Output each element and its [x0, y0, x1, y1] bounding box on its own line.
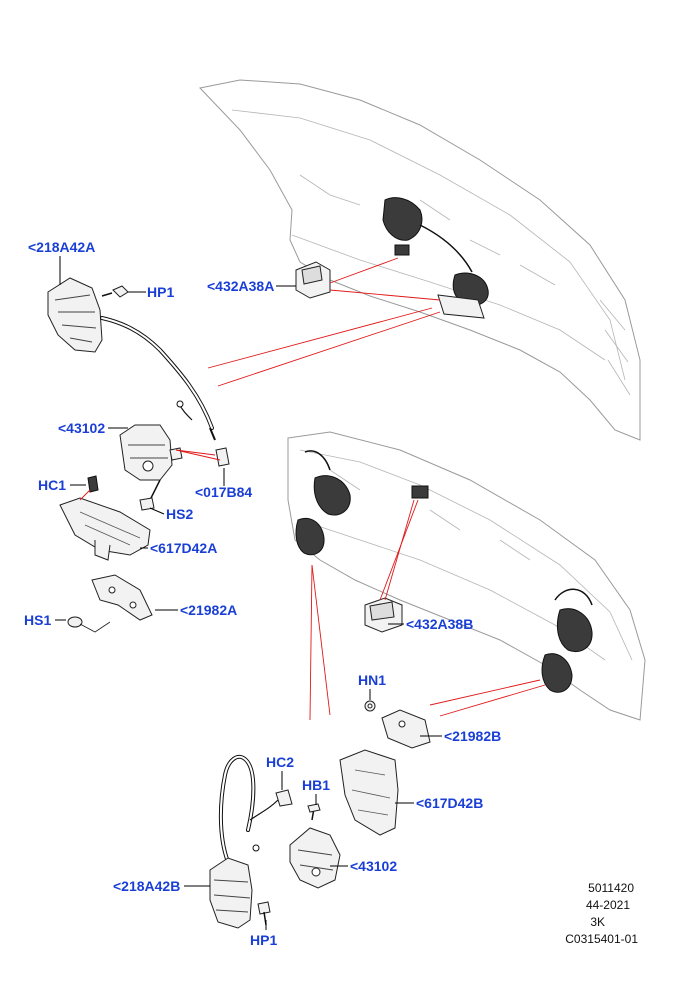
label-HP1-bottom: HP1: [250, 932, 277, 948]
switch-432A38A: [295, 261, 331, 299]
part-labels: <218A42A HP1 <432A38A <43102 <017B84 HC1…: [24, 239, 501, 948]
connector-017B84: [215, 447, 230, 467]
latch-43102-bottom: [289, 827, 341, 889]
label-HB1: HB1: [302, 777, 330, 793]
label-617D42A: <617D42A: [150, 540, 217, 556]
label-432A38A: <432A38A: [207, 278, 274, 294]
label-HS2: HS2: [166, 506, 193, 522]
clip-HC1: [87, 475, 99, 493]
cover-617D42A: [59, 497, 151, 561]
label-HS1: HS1: [24, 612, 51, 628]
latch-218A42A: [47, 277, 216, 441]
label-21982B: <21982B: [444, 728, 501, 744]
cover-617D42B: [339, 749, 399, 836]
label-218A42B: <218A42B: [113, 878, 180, 894]
label-HC1: HC1: [38, 477, 66, 493]
bracket-21982B: [381, 709, 431, 749]
label-43102-bottom: <43102: [350, 858, 397, 874]
clip-HC2: [275, 789, 293, 807]
label-432A38B: <432A38B: [406, 616, 473, 632]
label-617D42B: <617D42B: [416, 795, 483, 811]
reference-block: 5011420 44-2021 3K C0315401-01: [565, 881, 638, 946]
nut-HN1: [364, 700, 376, 712]
latch-218A42B: [209, 754, 279, 929]
label-218A42A: <218A42A: [28, 239, 95, 255]
screw-HS1: [67, 616, 111, 633]
bolt-HB1: [307, 803, 321, 821]
label-HP1-top: HP1: [147, 284, 174, 300]
reference-rev: 3K: [590, 915, 605, 929]
bolt-HP1-bottom: [257, 901, 271, 926]
label-HC2: HC2: [266, 754, 294, 770]
upper-tailgate-panel: [199, 79, 641, 441]
bracket-21982A: [91, 574, 153, 621]
reference-date: 44-2021: [586, 898, 630, 912]
leader-lines: [55, 256, 442, 930]
label-017B84: <017B84: [195, 484, 252, 500]
screw-HS2: [139, 479, 161, 511]
label-HN1: HN1: [358, 672, 386, 688]
callout-lines: [79, 257, 546, 721]
switch-432A38B: [364, 597, 403, 633]
latch-43102-top: [119, 424, 183, 481]
reference-code: 5011420: [588, 881, 634, 895]
label-21982A: <21982A: [180, 602, 237, 618]
reference-id: C0315401-01: [565, 932, 638, 946]
label-43102-top: <43102: [58, 420, 105, 436]
bolt-HP1-top: [101, 285, 129, 298]
lower-tailgate-panel: [287, 431, 646, 721]
